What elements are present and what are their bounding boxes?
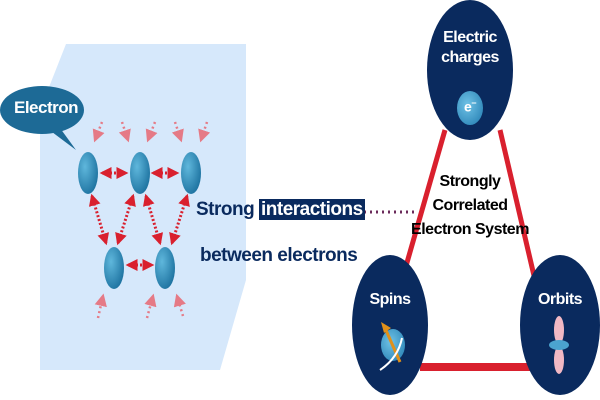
center-line-3: Electron System: [411, 221, 529, 238]
interactions-caption-line1: Strong interactions: [196, 199, 365, 221]
orbital-icon: [549, 316, 569, 374]
orbits-label: Orbits: [537, 291, 583, 308]
spin-icon: [379, 322, 405, 371]
electron-4: [104, 247, 124, 289]
strongly-correlated-label: Strongly Correlated Electron System: [410, 170, 530, 242]
electron-callout-bubble: [0, 86, 84, 150]
spins-label: Spins: [369, 291, 411, 308]
caption-strong: Strong: [196, 199, 255, 220]
correlation-triangle: [399, 129, 538, 371]
electron-charge-icon: [457, 91, 483, 125]
spins-node: [352, 255, 428, 395]
center-line-2: Correlated: [432, 197, 508, 214]
interaction-arrows: [88, 167, 190, 271]
electrons: [78, 152, 201, 289]
charges-label: charges: [441, 49, 499, 66]
electric-label: Electric: [443, 29, 497, 46]
electric-charges-label: Electric charges: [430, 28, 510, 68]
caption-interactions-highlight: interactions: [259, 199, 365, 220]
center-line-1: Strongly: [439, 173, 501, 190]
electron-callout-label: Electron: [14, 98, 79, 117]
electron-3: [181, 152, 201, 194]
electron-5: [155, 247, 175, 289]
incoming-arrows: [92, 121, 211, 319]
electron-1: [78, 152, 98, 194]
interactions-caption-line2: between electrons: [200, 245, 358, 266]
electric-charges-node: [427, 0, 513, 140]
electron-symbol: e−: [464, 98, 477, 115]
electron-2: [130, 152, 150, 194]
orbits-node: [520, 255, 600, 395]
